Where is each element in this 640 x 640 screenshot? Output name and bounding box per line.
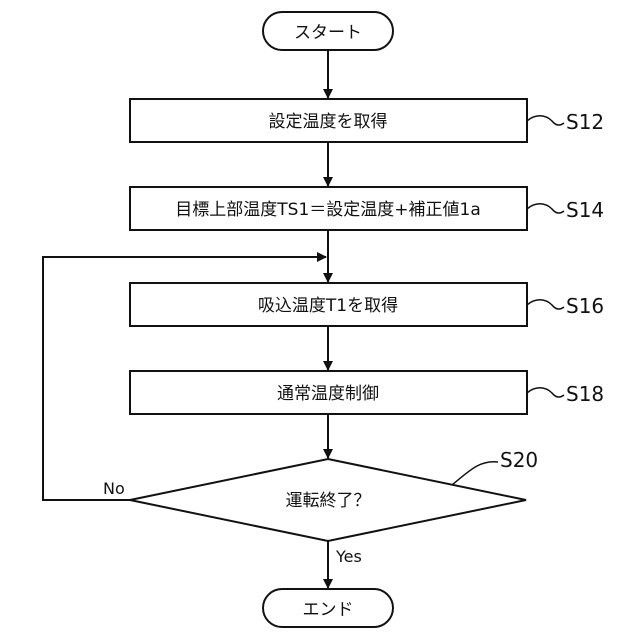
leader-s16 (527, 300, 564, 309)
leader-s14 (527, 204, 564, 213)
process-text-s14: 目標上部温度TS1＝設定温度+補正値1a (175, 200, 480, 220)
leader-s20 (452, 462, 498, 485)
step-id-s18: S18 (566, 382, 604, 406)
process-text-s12: 設定温度を取得 (269, 112, 388, 132)
no-label: No (103, 479, 125, 498)
step-id-s12: S12 (566, 110, 604, 134)
decision-text-s20: 運転終了？ (286, 491, 371, 511)
yes-label: Yes (335, 547, 362, 566)
step-id-s20: S20 (500, 448, 538, 472)
step-id-s16: S16 (566, 294, 604, 318)
leader-s12 (527, 116, 564, 125)
process-text-s18: 通常温度制御 (277, 384, 379, 404)
start-label: スタート (294, 23, 362, 43)
end-label: エンド (303, 600, 354, 620)
leader-s18 (527, 388, 564, 397)
process-text-s16: 吸込温度T1を取得 (258, 296, 398, 316)
step-id-s14: S14 (566, 198, 604, 222)
